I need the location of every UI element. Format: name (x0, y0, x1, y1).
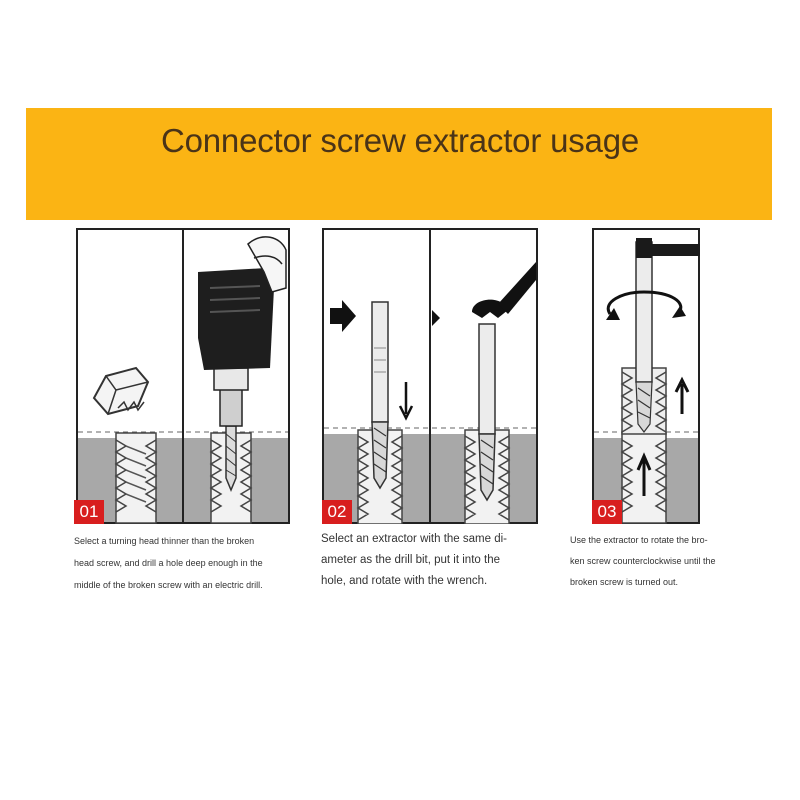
step-2-caption: Select an extractor with the same di- am… (321, 529, 521, 592)
step-1-illustration: 01 (74, 228, 290, 524)
caption-line: hole, and rotate with the wrench. (321, 575, 488, 587)
step-3-illustration: 03 (592, 228, 700, 524)
step-number-badge: 02 (322, 500, 352, 524)
step-3-caption: Use the extractor to rotate the bro- ken… (570, 530, 740, 593)
caption-line: ken screw counterclockwise until the (570, 556, 716, 566)
step-number-badge: 01 (74, 500, 104, 524)
caption-line: middle of the broken screw with an elect… (74, 580, 263, 590)
caption-line: Use the extractor to rotate the bro- (570, 535, 708, 545)
caption-line: broken screw is turned out. (570, 577, 679, 587)
caption-line: Select a turning head thinner than the b… (74, 536, 255, 546)
caption-line: ameter as the drill bit, put it into the (321, 554, 500, 566)
caption-line: head screw, and drill a hole deep enough… (74, 558, 263, 568)
step-2-illustration: 02 (322, 228, 538, 524)
caption-line: Select an extractor with the same di- (321, 533, 507, 545)
title-banner (26, 108, 772, 220)
step-1-caption: Select a turning head thinner than the b… (74, 530, 274, 596)
step-number-badge: 03 (592, 500, 622, 524)
page-title: Connector screw extractor usage (160, 122, 640, 159)
